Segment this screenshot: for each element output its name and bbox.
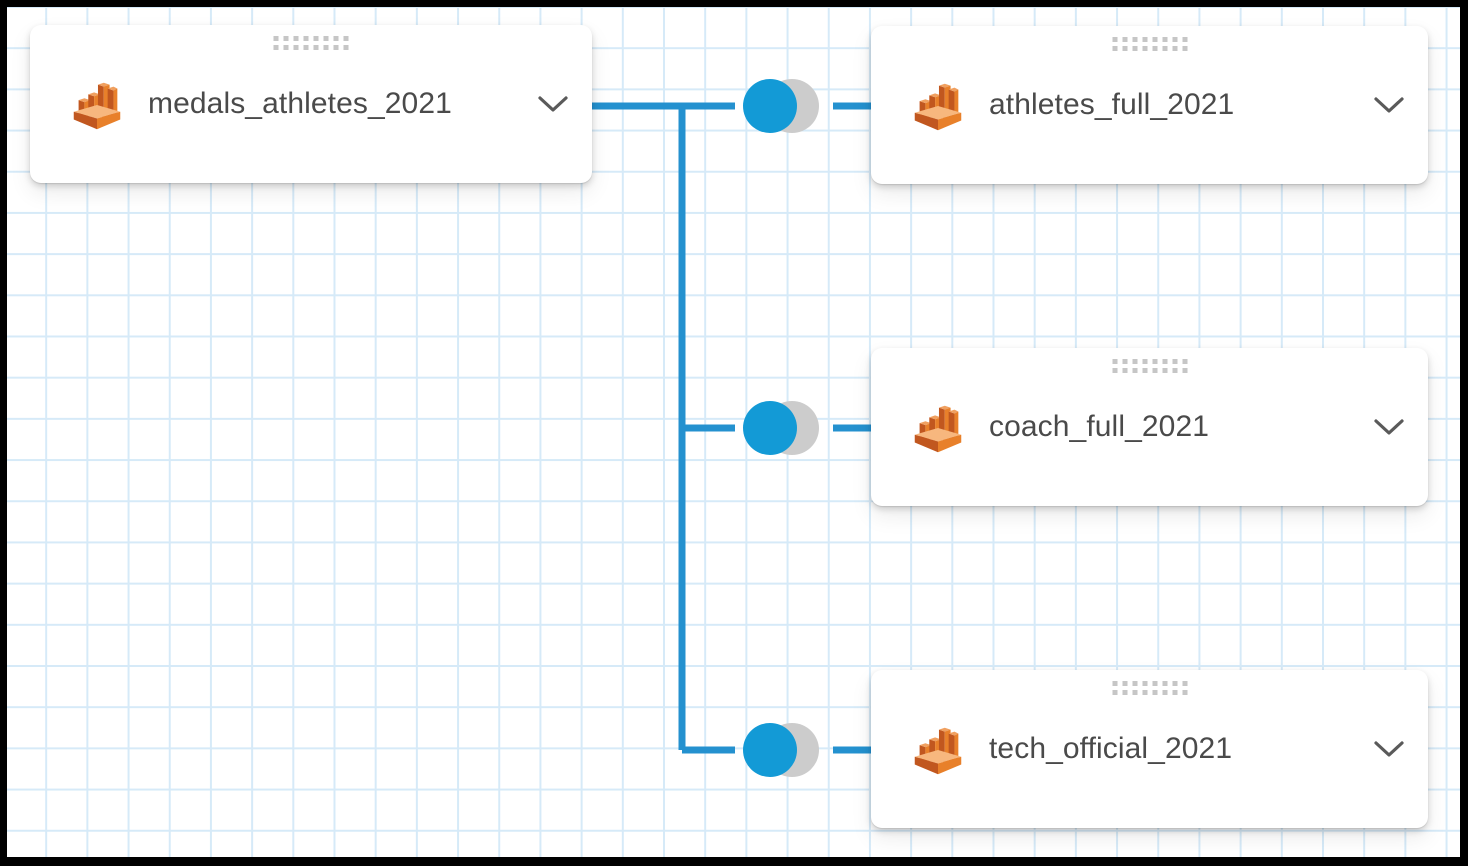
drag-handle-dots[interactable] [1112, 681, 1187, 695]
join-venn-icon[interactable] [735, 400, 827, 456]
dataset-bar-chart-icon [66, 73, 128, 135]
dataset-bar-chart-icon [907, 74, 969, 136]
node-card-coach-full-2021[interactable]: coach_full_2021 [871, 348, 1428, 506]
chevron-down-icon[interactable] [1372, 88, 1406, 122]
dataset-bar-chart-icon [907, 718, 969, 780]
join-node-2[interactable] [735, 400, 827, 456]
node-label: athletes_full_2021 [989, 88, 1235, 121]
node-label: medals_athletes_2021 [148, 87, 452, 120]
chevron-down-icon[interactable] [536, 87, 570, 121]
node-card-tech-official-2021[interactable]: tech_official_2021 [871, 670, 1428, 828]
join-venn-icon[interactable] [735, 722, 827, 778]
node-card-medals-athletes-2021[interactable]: medals_athletes_2021 [30, 25, 592, 183]
join-venn-icon[interactable] [735, 78, 827, 134]
dataset-bar-chart-icon [907, 396, 969, 458]
join-node-3[interactable] [735, 722, 827, 778]
chevron-down-icon[interactable] [1372, 410, 1406, 444]
node-label: coach_full_2021 [989, 410, 1210, 443]
join-node-1[interactable] [735, 78, 827, 134]
node-label: tech_official_2021 [989, 732, 1233, 765]
chevron-down-icon[interactable] [1372, 732, 1406, 766]
drag-handle-dots[interactable] [1112, 37, 1187, 51]
node-card-athletes-full-2021[interactable]: athletes_full_2021 [871, 26, 1428, 184]
drag-handle-dots[interactable] [273, 36, 349, 50]
flow-canvas[interactable]: medals_athletes_2021 [7, 7, 1460, 857]
drag-handle-dots[interactable] [1112, 359, 1187, 373]
